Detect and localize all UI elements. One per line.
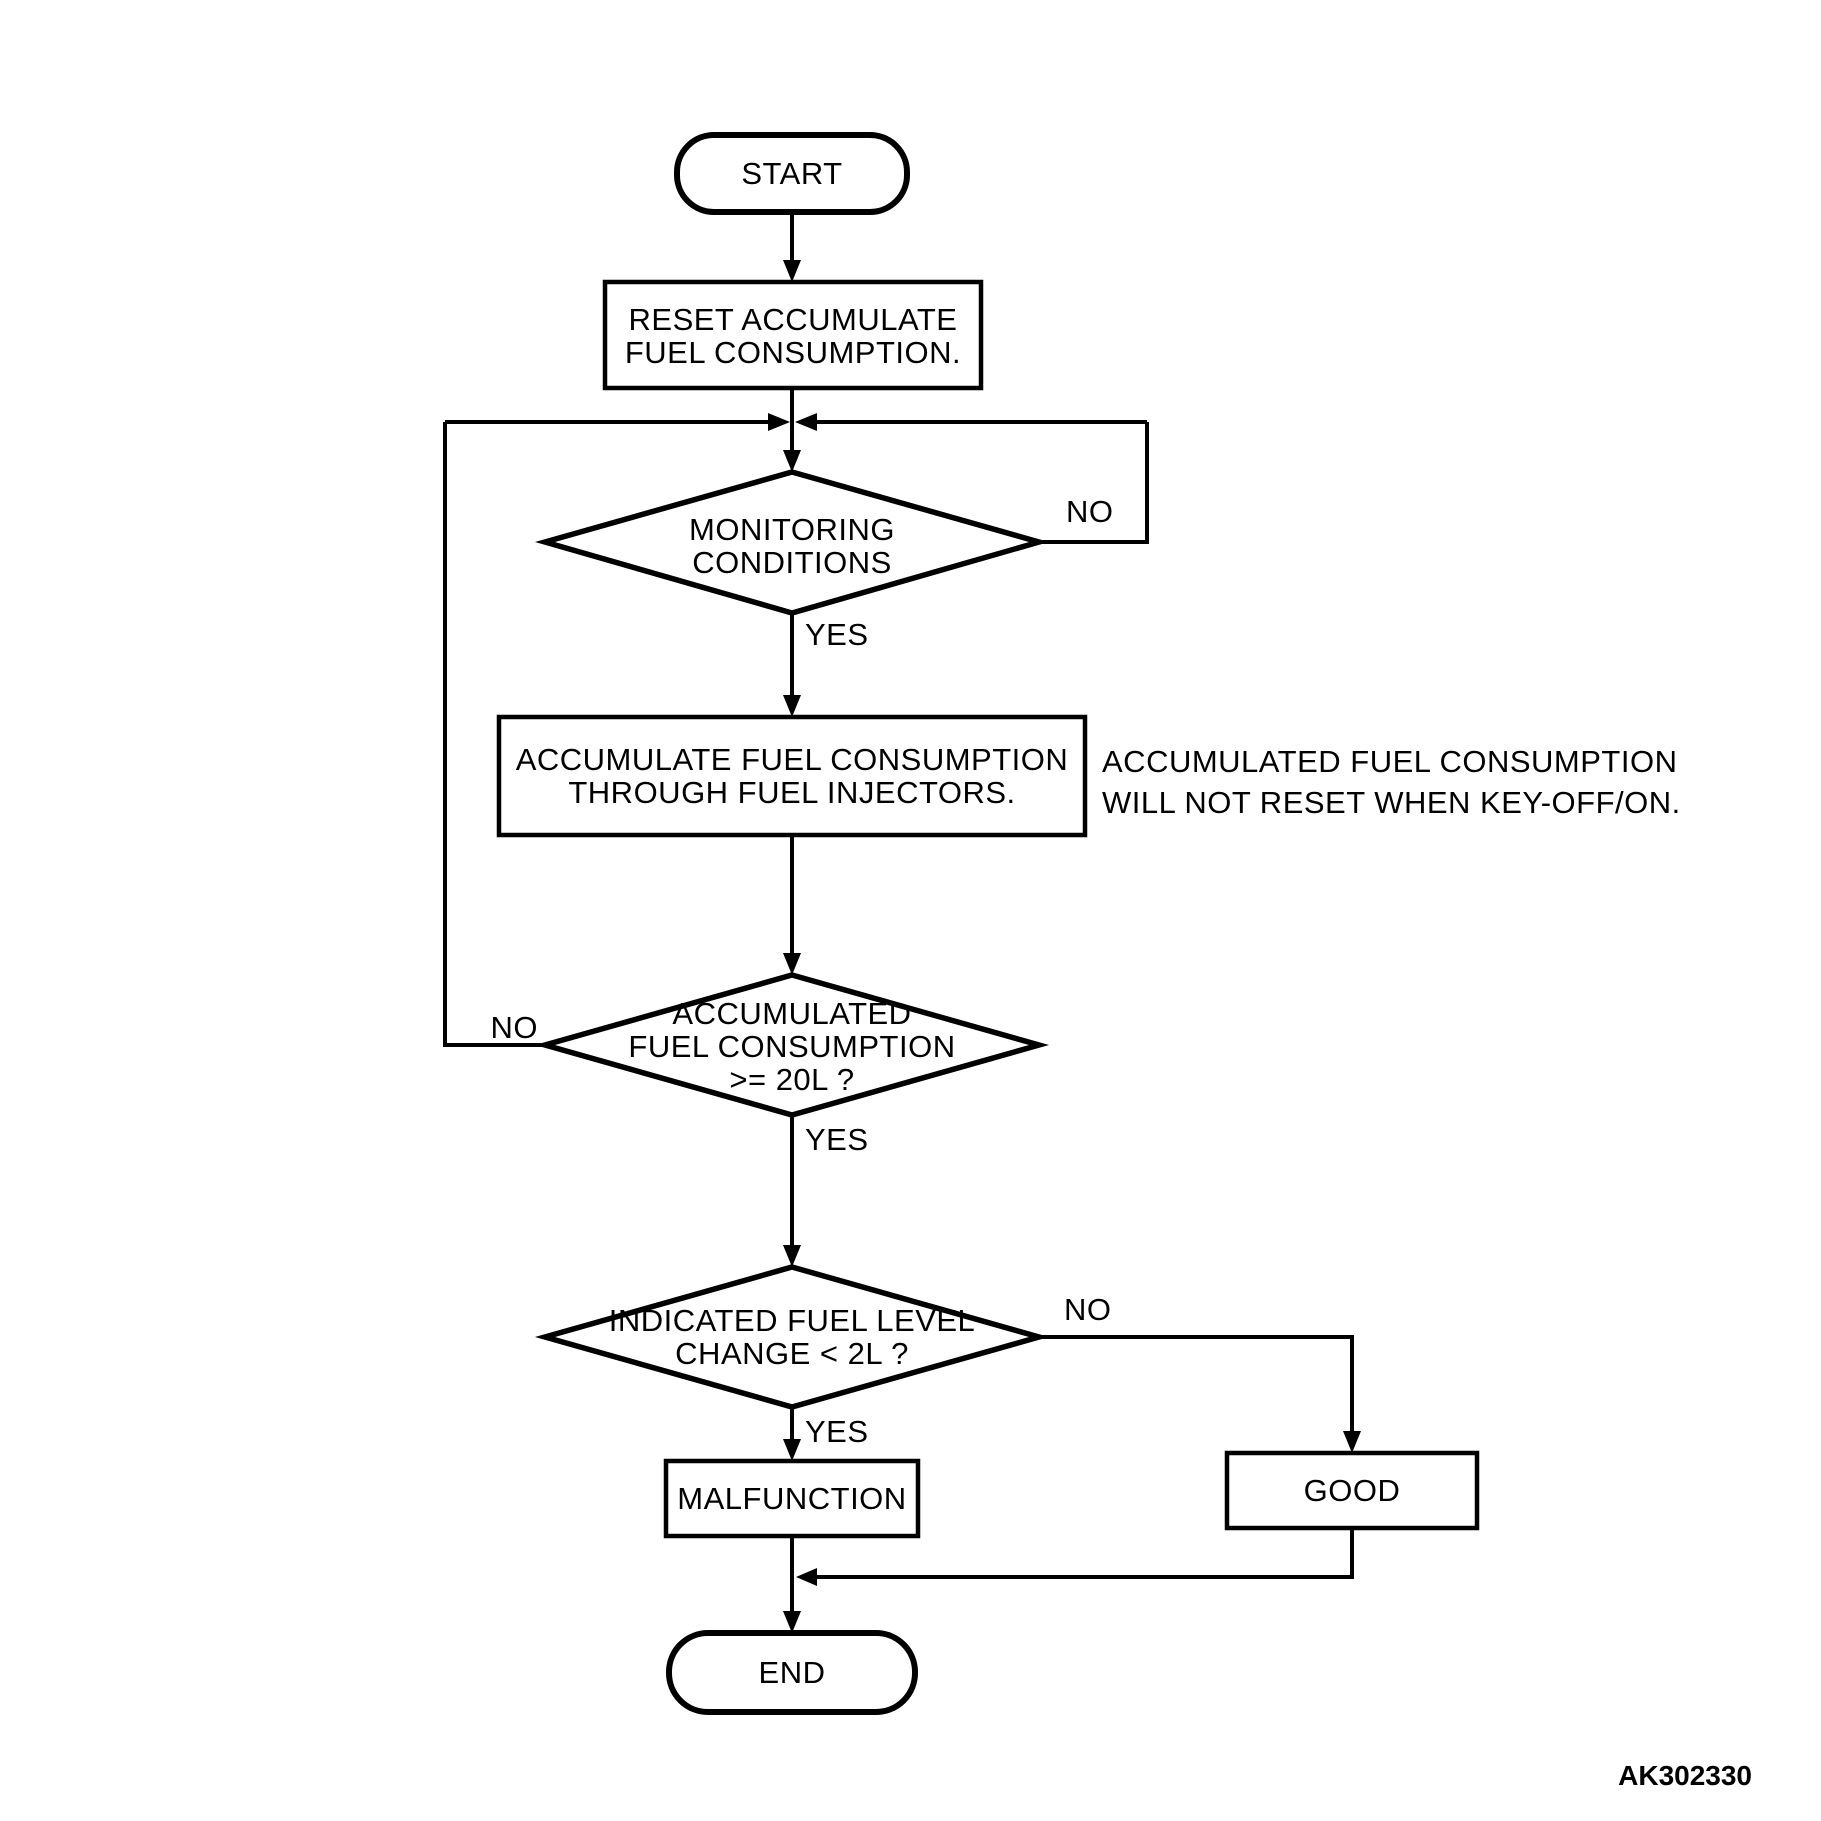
reset-node: RESET ACCUMULATE FUEL CONSUMPTION.: [602, 279, 984, 391]
reset-label-line1: RESET ACCUMULATE: [629, 302, 958, 337]
arrowhead-into-accumulate: [783, 695, 801, 717]
monitoring-no-loop: [1039, 422, 1149, 544]
fuel-check-label-line1: ACCUMULATED: [672, 996, 911, 1031]
flow-connectors: [443, 212, 1361, 1633]
fuel-check-no-loop: [443, 422, 545, 1047]
start-label: START: [741, 156, 842, 191]
accumulate-label-line2: THROUGH FUEL INJECTORS.: [568, 775, 1015, 810]
level-check-label-line2: CHANGE < 2L ?: [675, 1336, 909, 1371]
reset-label-line2: FUEL CONSUMPTION.: [625, 335, 961, 370]
figure-code: AK302330: [1618, 1760, 1752, 1791]
level-check-yes-label: YES: [805, 1414, 869, 1449]
end-label: END: [759, 1655, 826, 1690]
side-annotation: ACCUMULATED FUEL CONSUMPTION WILL NOT RE…: [1102, 744, 1681, 820]
monitoring-diamond-shape: [534, 469, 1050, 616]
malfunction-label: MALFUNCTION: [677, 1481, 906, 1516]
arrowhead-into-malfunction: [783, 1439, 801, 1461]
end-node: END: [666, 1630, 918, 1715]
fuel-check-label-line2: FUEL CONSUMPTION: [628, 1029, 955, 1064]
malfunction-node: MALFUNCTION: [663, 1458, 921, 1539]
fuel-check-decision-node: ACCUMULATED FUEL CONSUMPTION >= 20L ? NO…: [491, 972, 1050, 1157]
fuel-check-yes-label: YES: [805, 1122, 869, 1157]
monitoring-no-label: NO: [1066, 494, 1114, 529]
monitoring-yes-label: YES: [805, 617, 869, 652]
arrowhead-into-reset: [783, 260, 801, 282]
fuel-check-no-label: NO: [491, 1010, 539, 1045]
fuel-check-diamond-shape: [534, 972, 1050, 1118]
accumulate-label-line1: ACCUMULATE FUEL CONSUMPTION: [516, 742, 1069, 777]
good-merge-arrowhead: [796, 1568, 817, 1586]
merge-arrowhead-right: [795, 413, 817, 431]
level-check-no-label: NO: [1064, 1292, 1112, 1327]
annotation-line1: ACCUMULATED FUEL CONSUMPTION: [1102, 744, 1677, 779]
arrowhead-into-level-check: [783, 1245, 801, 1267]
accumulate-node: ACCUMULATE FUEL CONSUMPTION THROUGH FUEL…: [496, 714, 1088, 838]
arrowhead-into-end: [783, 1611, 801, 1633]
malfunction-process-shape: [663, 1458, 921, 1539]
level-check-label-line1: INDICATED FUEL LEVEL: [609, 1303, 976, 1338]
arrowhead-into-fuel-check: [783, 953, 801, 975]
monitoring-label-line2: CONDITIONS: [692, 545, 892, 580]
monitoring-decision-node: MONITORING CONDITIONS NO YES: [534, 469, 1114, 652]
level-check-decision-node: INDICATED FUEL LEVEL CHANGE < 2L ? NO YE…: [534, 1264, 1112, 1449]
start-node: START: [674, 132, 910, 215]
good-process-shape: [1224, 1450, 1480, 1531]
merge-arrowhead-left: [768, 413, 790, 431]
reset-process-shape: [602, 279, 984, 391]
level-check-diamond-shape: [534, 1264, 1050, 1410]
good-merge-line: [817, 1528, 1354, 1579]
end-terminator-shape: [666, 1630, 918, 1715]
arrowhead-into-good: [1343, 1431, 1361, 1453]
monitoring-label-line1: MONITORING: [689, 512, 895, 547]
accumulate-process-shape: [496, 714, 1088, 838]
arrowhead-into-monitoring: [783, 450, 801, 472]
good-node: GOOD: [1224, 1450, 1480, 1531]
good-label: GOOD: [1304, 1473, 1401, 1508]
level-check-no-branch: [1039, 1335, 1354, 1431]
annotation-line2: WILL NOT RESET WHEN KEY-OFF/ON.: [1102, 785, 1681, 820]
start-terminator-shape: [674, 132, 910, 215]
fuel-check-label-line3: >= 20L ?: [729, 1062, 854, 1097]
